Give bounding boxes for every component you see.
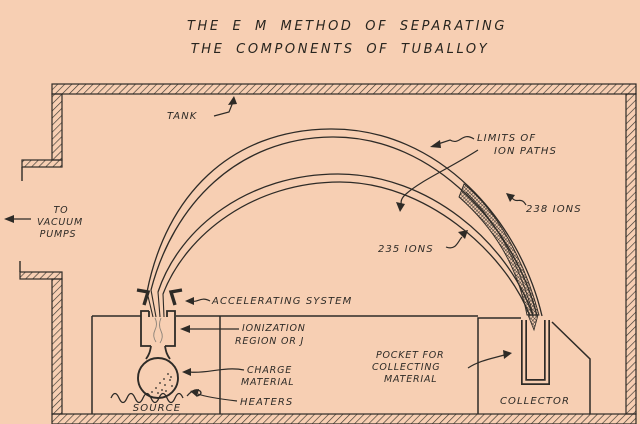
tank-wall-right xyxy=(625,93,637,415)
tank-wall-left-upper xyxy=(51,93,63,161)
flask-bulb xyxy=(137,357,179,399)
vapor-squiggles xyxy=(153,317,163,344)
heater-coil xyxy=(110,392,184,404)
source-label: SOURCE xyxy=(133,403,181,414)
limits-arrowhead-outer xyxy=(430,140,441,148)
collector-label: COLLECTOR xyxy=(500,396,570,407)
ions-238-arrowhead xyxy=(506,193,515,202)
vacuum-port-flange-bottom xyxy=(19,271,63,280)
beam-235-238-divider xyxy=(465,191,534,315)
limits-arrowhead-inner xyxy=(396,202,405,212)
charge-arrow xyxy=(189,368,245,373)
tank-arrowhead xyxy=(228,96,237,105)
pocket-arrowhead xyxy=(503,350,512,359)
tank-wall-top xyxy=(51,83,637,95)
vacuum-label-line2: VACUUM xyxy=(37,217,83,228)
accelerating-arrowhead xyxy=(185,297,194,305)
ionization-label-line2: REGION OR J xyxy=(235,336,304,347)
vacuum-label-line3: PUMPS xyxy=(40,229,77,240)
heaters-arrow xyxy=(197,393,238,402)
ionization-label-line1: IONIZATION xyxy=(242,323,306,334)
collector-assembly xyxy=(477,317,591,414)
heaters-arrowhead xyxy=(190,389,199,397)
ionization-box xyxy=(140,310,176,347)
ions-238-arrow xyxy=(511,197,527,206)
tank-arrow xyxy=(213,101,234,117)
labels: TANK LIMITS OF ION PATHS 238 IONS 235 IO… xyxy=(37,111,582,414)
collector-enclosure xyxy=(477,317,521,414)
limits-arrow-inner xyxy=(400,149,479,207)
accelerating-system-label: ACCELERATING SYSTEM xyxy=(211,296,352,307)
leader-arrows xyxy=(4,96,527,402)
ions-235-arrow xyxy=(445,236,463,249)
ionization-arrowhead xyxy=(180,325,190,333)
charge-label-line2: MATERIAL xyxy=(241,377,294,388)
beam-fan-lines xyxy=(146,289,165,318)
pocket-arrow xyxy=(467,354,505,369)
ions-238-label: 238 IONS xyxy=(526,204,582,215)
diagram-title: THE E M METHOD OF SEPARATING THE COMPONE… xyxy=(187,19,507,57)
collector-deflector xyxy=(551,321,591,414)
ions-235-arrowhead xyxy=(458,230,468,239)
pocket-label-line1: POCKET FOR xyxy=(376,350,444,361)
collector-pocket-inner xyxy=(522,320,549,384)
ion-path-outer-limit-1 xyxy=(146,128,543,317)
vacuum-arrowhead xyxy=(4,215,14,223)
tank-label: TANK xyxy=(167,111,198,122)
pocket-label-line3: MATERIAL xyxy=(384,374,437,385)
ion-beam-envelopes xyxy=(146,128,543,332)
ion-path-inner-limit-2 xyxy=(162,181,531,317)
vacuum-duct-stubs xyxy=(19,167,23,272)
heaters-label: HEATERS xyxy=(240,397,293,408)
tank-wall-left-lower xyxy=(51,278,63,415)
vacuum-label-line1: TO xyxy=(54,205,69,216)
tank-floor xyxy=(51,413,637,424)
accelerating-electrode-left xyxy=(136,288,151,306)
charge-material-stipple xyxy=(151,373,173,394)
tank-walls xyxy=(19,83,637,424)
beam-into-pocket xyxy=(527,314,539,332)
source-assembly xyxy=(91,288,221,414)
accelerating-electrode-right xyxy=(168,288,183,306)
limits-label-line2: ION PATHS xyxy=(494,146,557,157)
accelerating-arrow xyxy=(192,298,211,302)
limits-arrow-outer xyxy=(437,136,475,145)
vacuum-port-flange-top xyxy=(21,159,63,168)
title-line-2: THE COMPONENTS OF TUBALLOY xyxy=(191,42,490,57)
flask-neck xyxy=(145,345,171,360)
pocket-label-line2: COLLECTING xyxy=(372,362,440,373)
limits-label-line1: LIMITS OF xyxy=(477,133,536,144)
charge-arrowhead xyxy=(182,368,191,376)
title-line-1: THE E M METHOD OF SEPARATING xyxy=(187,19,507,34)
ions-235-label: 235 IONS xyxy=(378,244,434,255)
source-enclosure-box xyxy=(91,316,221,414)
charge-label-line1: CHARGE xyxy=(247,365,292,376)
ion-path-inner-limit-1 xyxy=(157,173,534,317)
